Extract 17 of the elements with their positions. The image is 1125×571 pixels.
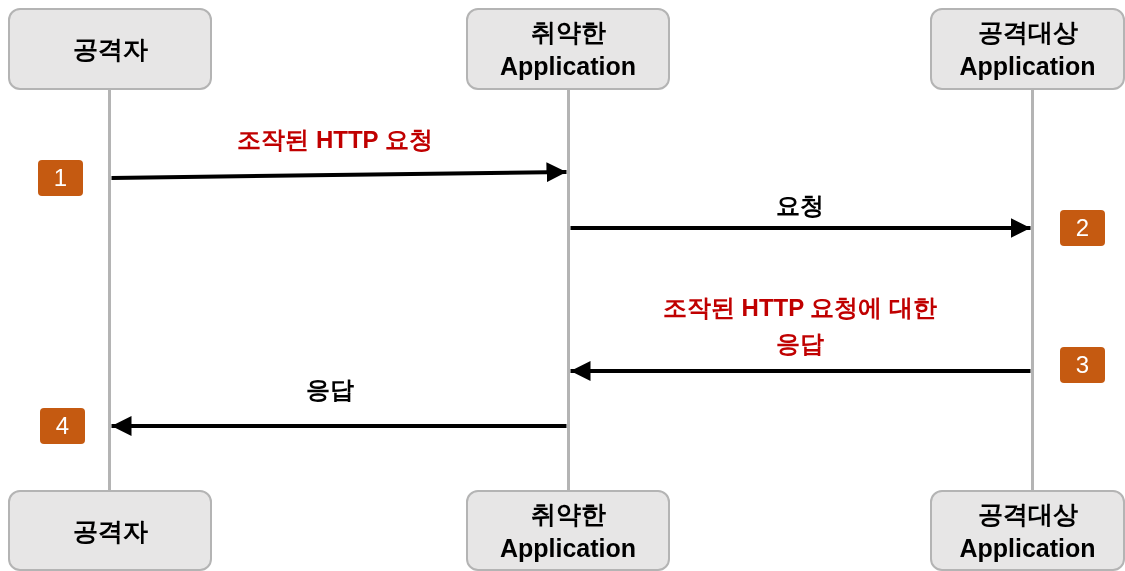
participant-box: 공격대상 Application (930, 8, 1125, 90)
participant-box: 공격대상 Application (930, 490, 1125, 571)
participant-box: 공격자 (8, 490, 212, 571)
step-number-badge: 3 (1060, 347, 1105, 383)
arrow (111, 162, 567, 183)
arrow (111, 416, 567, 436)
step-number-badge: 2 (1060, 210, 1105, 246)
step-number-badge: 1 (38, 160, 83, 196)
participant-box: 취약한 Application (466, 490, 670, 571)
lifeline (567, 90, 570, 490)
lifeline (108, 90, 111, 490)
lifeline (1031, 90, 1034, 490)
step-number-badge: 4 (40, 408, 85, 444)
participant-box: 취약한 Application (466, 8, 670, 90)
participant-box: 공격자 (8, 8, 212, 90)
arrow (570, 218, 1031, 238)
arrow (570, 361, 1031, 381)
